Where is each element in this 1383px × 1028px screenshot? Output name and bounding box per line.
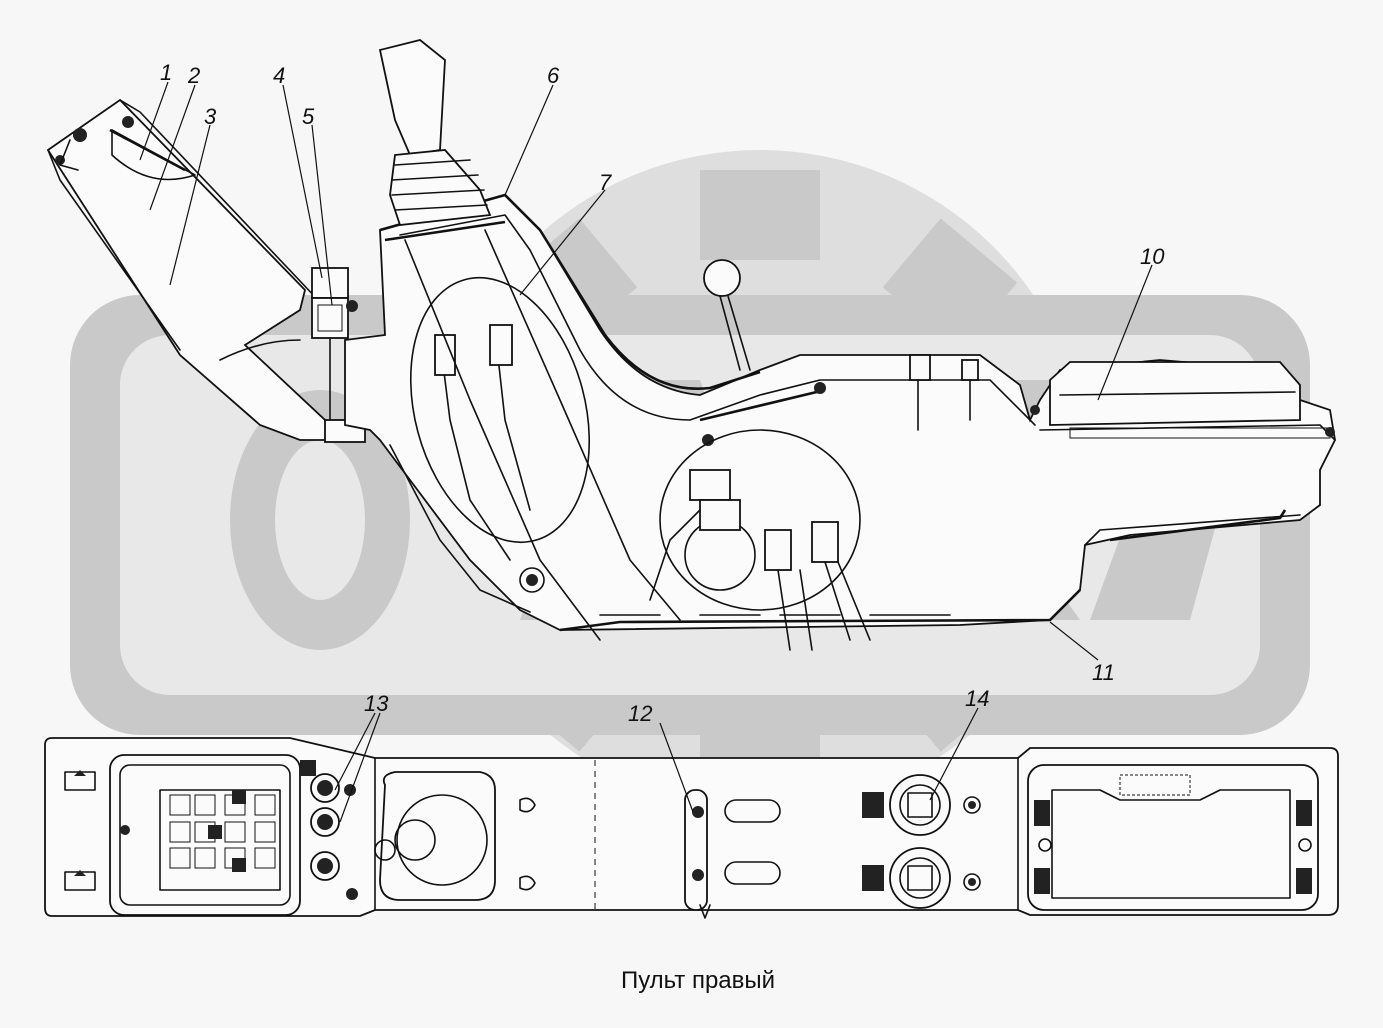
callout-2: 2 [187, 63, 200, 88]
callout-1: 1 [160, 60, 172, 85]
callout-7: 7 [599, 170, 612, 195]
switch-panel [64, 754, 301, 916]
console-body [344, 193, 1336, 632]
joystick [378, 39, 506, 242]
lever-slots-12 [684, 789, 781, 919]
internal-column [404, 229, 681, 641]
callout-4: 4 [273, 63, 285, 88]
callout-12: 12 [628, 701, 652, 726]
diagram-caption: Пульт правый [621, 967, 775, 994]
callout-3: 3 [204, 104, 217, 129]
callouts: 1 2 3 4 5 6 7 10 11 12 13 14 [160, 60, 1165, 726]
callout-5: 5 [302, 104, 315, 129]
joystick-boot-top [374, 771, 536, 901]
callout-6: 6 [547, 63, 560, 88]
console-top-view [44, 737, 1339, 919]
connectors-13 [300, 760, 358, 900]
leader-lines [139, 81, 1153, 823]
callout-10: 10 [1140, 244, 1165, 269]
right-fasteners [909, 354, 1335, 437]
console-side-view [46, 39, 1336, 651]
top-cover [1039, 361, 1336, 441]
callout-11: 11 [1092, 660, 1115, 685]
storage-box-top [1027, 764, 1319, 911]
lever-knob [699, 259, 826, 446]
callout-14: 14 [965, 686, 989, 711]
hydraulic-block [519, 429, 871, 651]
callout-13: 13 [364, 691, 389, 716]
